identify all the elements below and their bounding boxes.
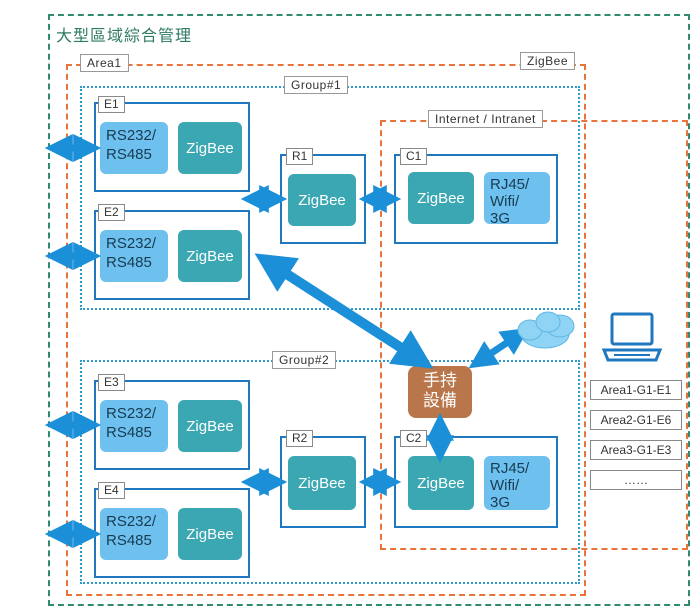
device-id-e4: E4 [98, 482, 125, 499]
protocol-label: ZigBee [520, 52, 576, 70]
cloud-icon [517, 311, 575, 349]
coordinator-id-c1: C1 [400, 148, 428, 165]
handheld-link-arrow [254, 253, 434, 369]
handheld-device[interactable]: 手持 設備 [408, 366, 472, 418]
area-label: Area1 [80, 54, 129, 72]
uplink-interface: RJ45/ Wifi/ 3G [484, 172, 550, 227]
zigbee-module: ZigBee [178, 230, 242, 282]
device-list-item[interactable]: Area3-G1-E3 [590, 440, 682, 460]
zigbee-module: ZigBee [408, 172, 474, 224]
group-1-label: Group#1 [284, 76, 349, 94]
cloud-link-arrow [468, 327, 530, 369]
device-list-item[interactable]: …… [590, 470, 682, 490]
serial-interface: RS232/ RS485 [100, 400, 168, 452]
device-id-e2: E2 [98, 204, 125, 221]
router-id-r1: R1 [286, 148, 314, 165]
area-region [66, 64, 586, 596]
coordinator-id-c2: C2 [400, 430, 428, 447]
zigbee-module: ZigBee [178, 508, 242, 560]
internet-label: Internet / Intranet [428, 110, 543, 128]
zigbee-module: ZigBee [178, 400, 242, 452]
management-region [48, 14, 690, 606]
zigbee-module: ZigBee [408, 456, 474, 510]
device-list-item[interactable]: Area2-G1-E6 [590, 410, 682, 430]
device-list-item[interactable]: Area1-G1-E1 [590, 380, 682, 400]
serial-interface: RS232/ RS485 [100, 122, 168, 174]
serial-interface: RS232/ RS485 [100, 230, 168, 282]
device-id-e3: E3 [98, 374, 125, 391]
serial-interface: RS232/ RS485 [100, 508, 168, 560]
device-id-e1: E1 [98, 96, 125, 113]
laptop-icon [601, 312, 663, 362]
zigbee-module: ZigBee [288, 456, 356, 510]
uplink-interface: RJ45/ Wifi/ 3G [484, 456, 550, 511]
zigbee-module: ZigBee [178, 122, 242, 174]
diagram-title: 大型區域綜合管理 [56, 28, 193, 45]
zigbee-module: ZigBee [288, 174, 356, 226]
router-id-r2: R2 [286, 430, 314, 447]
